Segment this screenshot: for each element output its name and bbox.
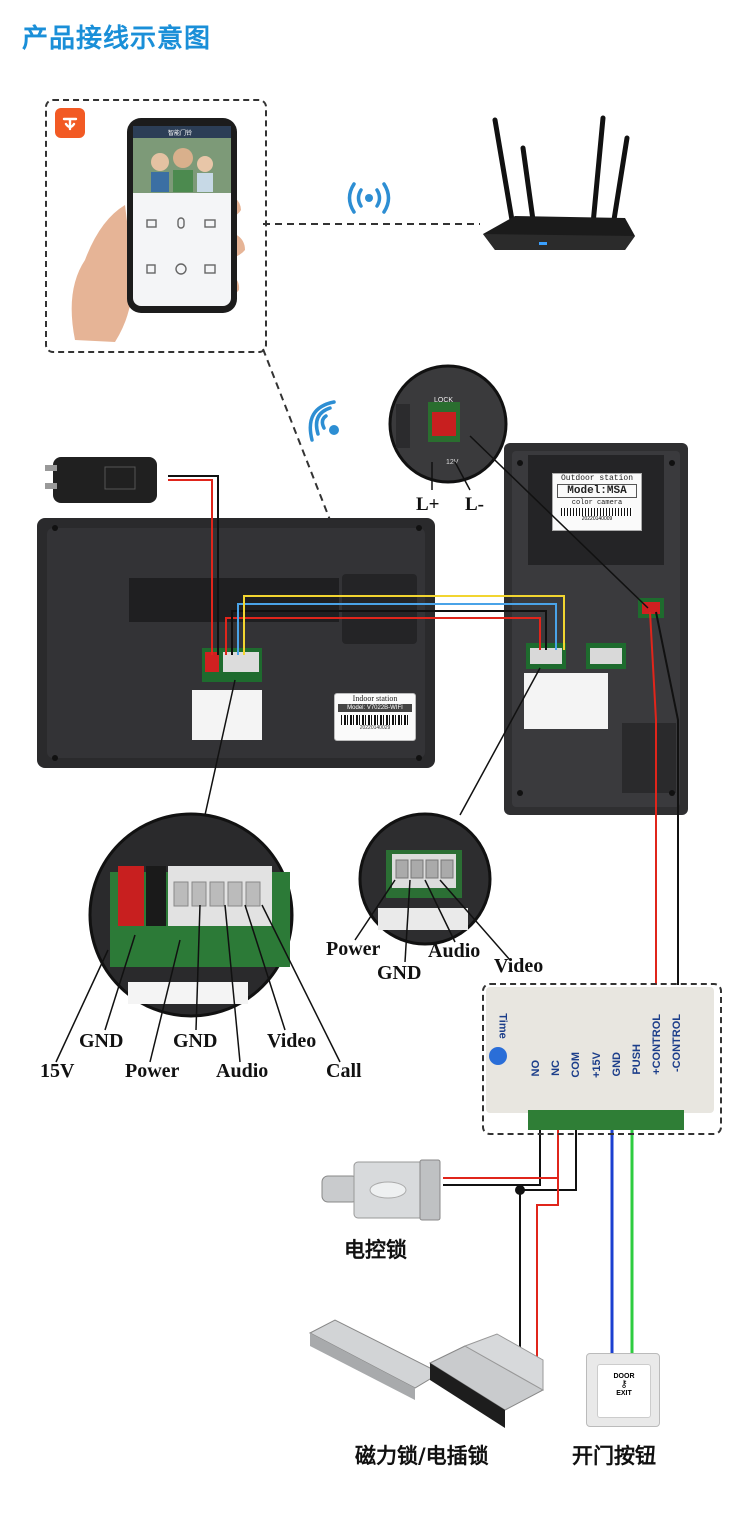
outdoor-sticker-sub: color camera (571, 499, 623, 507)
barcode (341, 715, 409, 725)
label-audio: Audio (216, 1060, 269, 1082)
outdoor-station-back (504, 443, 688, 815)
magnetic-lock (308, 1319, 545, 1428)
control-box-body (486, 987, 714, 1113)
label-outdoor-video: Video (494, 955, 544, 977)
tuya-app-icon (55, 108, 85, 138)
lock-voltage: 12V (446, 459, 459, 466)
electric-lock (321, 1159, 441, 1221)
terminal-minus-control: -CONTROL (671, 1014, 683, 1073)
control-box-brand: Time (496, 1013, 509, 1039)
l-minus-label: L- (465, 494, 484, 515)
wifi-signal-icon (347, 182, 391, 214)
wifi-router (483, 115, 635, 250)
outdoor-sticker-model: Model:MSA (557, 484, 637, 498)
indoor-terminal-zoom (88, 812, 294, 1018)
indoor-sticker-title: Indoor station (352, 694, 398, 703)
phone-header-text: 智能门铃 (167, 130, 192, 137)
barcode (561, 508, 633, 516)
exit-button-label: 开门按钮 (572, 1444, 656, 1468)
outdoor-station-sticker: Outdoor station Model:MSA color camera 2… (552, 473, 642, 531)
label-outdoor-audio: Audio (428, 940, 481, 962)
outdoor-sticker-title: Outdoor station (560, 474, 633, 483)
indoor-station-sticker: Indoor station Model: V7022B-WIFI 202201… (334, 693, 416, 741)
indoor-sticker-serial: 20220140029 (359, 725, 391, 731)
l-plus-label: L+ (416, 494, 440, 515)
terminal-com: COM (570, 1052, 582, 1078)
terminal-15v: +15V (591, 1052, 603, 1078)
access-control-box (482, 983, 722, 1135)
lock-terminal-zoom (388, 364, 508, 484)
exit-button: DOOR ⚷ EXIT (586, 1353, 660, 1427)
label-outdoor-gnd: GND (377, 962, 422, 984)
terminal-no: NO (530, 1060, 542, 1077)
exit-button-exit-text: EXIT (616, 1390, 632, 1397)
indoor-monitor-back (37, 518, 435, 768)
label-gnd-2: GND (173, 1030, 218, 1052)
terminal-push: PUSH (631, 1044, 643, 1075)
wifi-signal-icon (308, 400, 339, 442)
label-power: Power (125, 1060, 180, 1082)
terminal-plus-control: +CONTROL (651, 1014, 663, 1075)
tuya-logo-icon (62, 117, 78, 131)
label-15v: 15V (40, 1060, 75, 1082)
outdoor-sticker-serial: 20220140009 (581, 516, 613, 522)
terminal-nc: NC (550, 1060, 562, 1076)
phone-in-hand (71, 118, 245, 342)
power-adapter (45, 457, 157, 503)
exit-button-face: DOOR ⚷ EXIT (597, 1364, 651, 1418)
electric-lock-label: 电控锁 (344, 1238, 407, 1262)
terminal-gnd: GND (611, 1052, 623, 1077)
label-gnd: GND (79, 1030, 124, 1052)
key-icon: ⚷ (620, 1379, 628, 1390)
magnetic-lock-label: 磁力锁/电插锁 (355, 1444, 489, 1468)
phone-app-box (45, 99, 267, 353)
page-title: 产品接线示意图 (22, 24, 212, 54)
outdoor-terminal-zoom (358, 812, 492, 946)
lock-label: LOCK (434, 397, 454, 404)
exit-button-door-text: DOOR (613, 1373, 635, 1380)
control-terminal-strip (528, 1110, 684, 1130)
label-outdoor-power: Power (326, 938, 381, 960)
indoor-sticker-model: Model: V7022B-WIFI (338, 704, 412, 712)
clock-icon (489, 1047, 507, 1065)
label-video: Video (267, 1030, 317, 1052)
label-call: Call (326, 1060, 362, 1082)
